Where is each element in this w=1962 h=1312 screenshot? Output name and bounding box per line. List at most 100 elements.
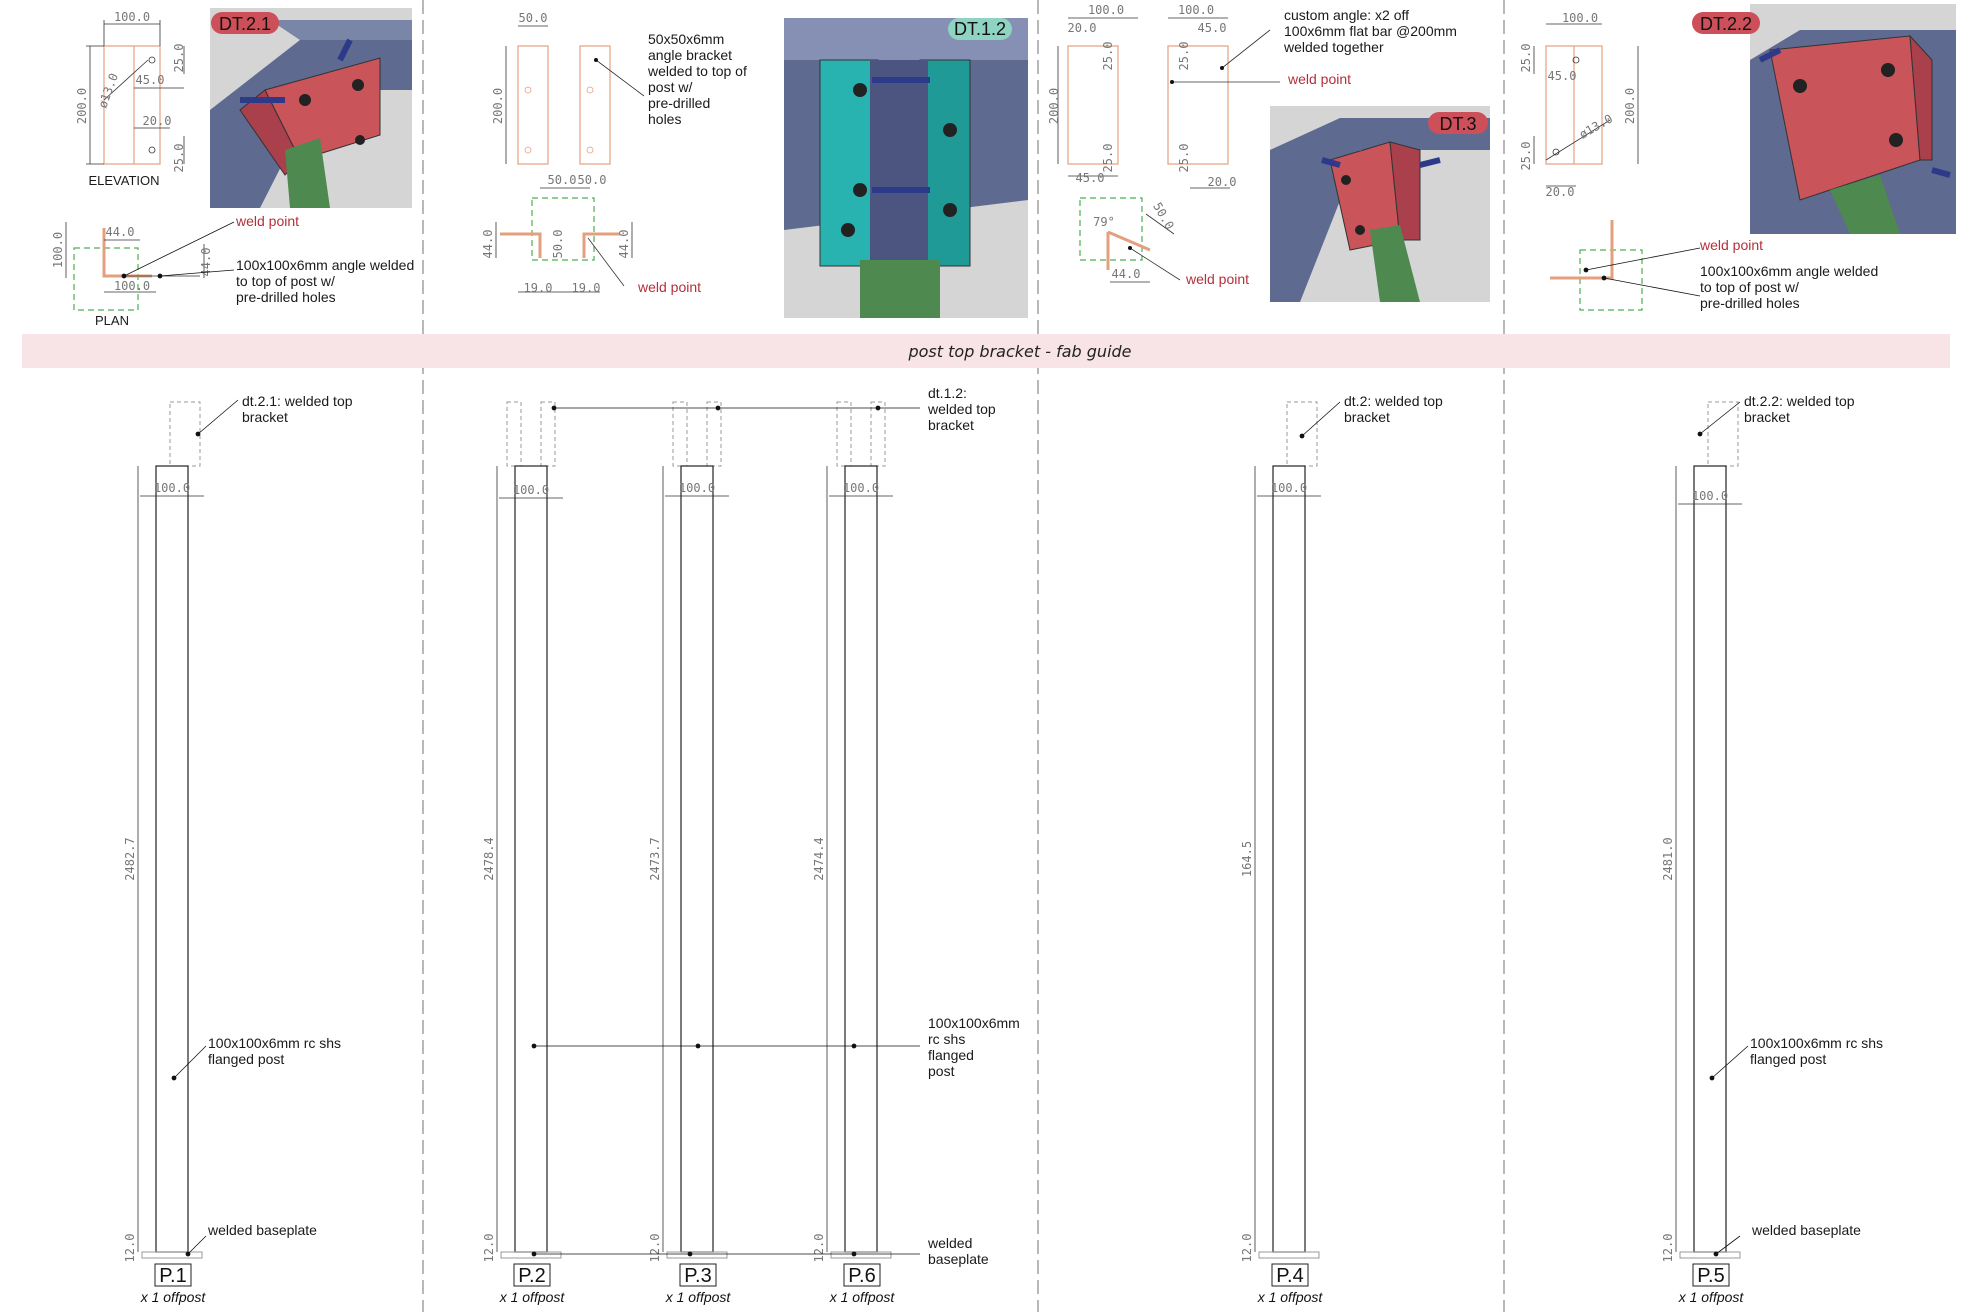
dt22-note-0: 100x100x6mm angle welded — [1700, 263, 1878, 279]
g2-post-callout-1: rc shs — [928, 1031, 965, 1047]
p4-base: 12.0 — [1240, 1234, 1254, 1263]
dt3-note-0: custom angle: x2 off — [1284, 7, 1409, 23]
p3-post-body — [680, 465, 714, 1253]
dt3-dim-13: 44.0 — [1112, 267, 1141, 281]
p5-height: 2481.0 — [1661, 837, 1675, 880]
dt3-dim-8: 25.0 — [1177, 42, 1191, 71]
dt21-tag: DT.2.1 — [219, 14, 271, 34]
g2-base-callout-1: baseplate — [928, 1251, 989, 1267]
p3-baseplate — [666, 1251, 728, 1259]
dt12-dim-7: 19.0 — [524, 281, 553, 295]
p1-tag-box — [154, 1263, 192, 1287]
dt12-note-0: 50x50x6mm — [648, 31, 724, 47]
p1-height: 2482.7 — [123, 837, 137, 880]
p5-tag-box — [1692, 1263, 1730, 1287]
dt3-tag-pill — [1428, 112, 1488, 134]
p6-bracket-right — [870, 401, 886, 467]
dt12-dim-8: 19.0 — [572, 281, 601, 295]
p5-post-callout-1: flanged post — [1750, 1051, 1826, 1067]
dt12-tag-pill — [948, 18, 1012, 40]
p2-qty: x 1 offpost — [499, 1289, 566, 1305]
dt3-weld-top: weld point — [1287, 71, 1351, 87]
dt3-dim-5: 25.0 — [1101, 144, 1115, 173]
dt3-dim-3: 200.0 — [1047, 88, 1061, 124]
callouts: dt.2.1: welded top bracket 100x100x6mm r… — [171, 385, 1883, 1267]
dt3-dim-6: 100.0 — [1178, 3, 1214, 17]
dt3-dim-12: 50.0 — [1150, 200, 1177, 232]
p1-post-callout-0: 100x100x6mm rc shs — [208, 1035, 341, 1051]
dt3-dim-4: 45.0 — [1076, 171, 1105, 185]
p6-post-body — [844, 465, 878, 1253]
p4-baseplate — [1258, 1251, 1320, 1259]
dt21-dim-5: 20.0 — [143, 114, 172, 128]
p2-bracket-right — [540, 401, 556, 467]
p2-tag: P.2 — [518, 1265, 545, 1287]
p3-tag: P.3 — [684, 1265, 711, 1287]
dt22-dim-6: 20.0 — [1546, 185, 1575, 199]
dt21-note-0: 100x100x6mm angle welded — [236, 257, 414, 273]
p1-bracket — [169, 401, 201, 467]
p3-width: 100.0 — [679, 481, 715, 495]
dt12-note-3: post w/ — [648, 79, 692, 95]
dt22-dim-2: 45.0 — [1548, 69, 1577, 83]
p1-top-callout-0: dt.2.1: welded top — [242, 393, 353, 409]
g2-post-callout-3: post — [928, 1063, 955, 1079]
banner-title: post top bracket - fab guide — [907, 342, 1131, 361]
p4-post-body — [1272, 465, 1306, 1253]
dt22-render — [1750, 4, 1956, 234]
p5-top-callout-1: bracket — [1744, 409, 1790, 425]
dt12-dim-3: 50.0 — [578, 173, 607, 187]
p5-base-callout: welded baseplate — [1751, 1222, 1861, 1238]
p3-bracket-right — [706, 401, 722, 467]
p5-bracket — [1707, 401, 1739, 467]
dt12-dim-1: 200.0 — [491, 88, 505, 124]
dt12-note-4: pre-drilled — [648, 95, 710, 111]
p2-baseplate — [500, 1251, 562, 1259]
dt21-plan-dim-3: 100.0 — [114, 279, 150, 293]
g2-post-callout-2: flanged — [928, 1047, 974, 1063]
dt21-dim-3: 200.0 — [75, 88, 89, 124]
dt21-plan-dim-0: 44.0 — [106, 225, 135, 239]
dt3-dim-7: 45.0 — [1198, 21, 1227, 35]
p1-top-callout-1: bracket — [242, 409, 288, 425]
p4-tag: P.4 — [1276, 1265, 1303, 1287]
p6-qty: x 1 offpost — [829, 1289, 896, 1305]
p1-width: 100.0 — [154, 481, 190, 495]
dt21-tag-pill — [211, 12, 279, 34]
p3-qty: x 1 offpost — [665, 1289, 732, 1305]
p6-width: 100.0 — [843, 481, 879, 495]
dt12-dim-2: 50.0 — [548, 173, 577, 187]
p4-top-callout-0: dt.2: welded top — [1344, 393, 1443, 409]
dt3-tag: DT.3 — [1439, 114, 1476, 134]
p2-width: 100.0 — [513, 483, 549, 497]
p1-qty: x 1 offpost — [140, 1289, 207, 1305]
detail-dt12: 50.0 200.0 50x50x6mm angle bracket welde… — [481, 11, 1028, 318]
dt22-dim-4: ø13.0 — [1577, 111, 1615, 141]
dt21-plan-label: PLAN — [95, 313, 129, 328]
dt21-elevation-label: ELEVATION — [88, 173, 159, 188]
p5-post-body — [1693, 465, 1727, 1253]
dt21-note-1: to top of post w/ — [236, 273, 335, 289]
p1-base-callout: welded baseplate — [207, 1222, 317, 1238]
p5-tag: P.5 — [1697, 1265, 1724, 1287]
p2-height: 2478.4 — [482, 837, 496, 880]
dt21-plan-dim-1: 100.0 — [51, 232, 65, 268]
dt3-dim-1: 20.0 — [1068, 21, 1097, 35]
dt12-dim-4: 44.0 — [481, 230, 495, 259]
dt12-dim-0: 50.0 — [519, 11, 548, 25]
p6-baseplate — [830, 1251, 892, 1259]
dt22-dim-3: 200.0 — [1623, 88, 1637, 124]
dt12-dim-5: 50.0 — [551, 230, 565, 259]
dt3-dim-9: 25.0 — [1177, 144, 1191, 173]
g2-top-callout-2: bracket — [928, 417, 974, 433]
g2-top-callout-0: dt.1.2: — [928, 385, 967, 401]
p5-base: 12.0 — [1661, 1234, 1675, 1263]
dt22-note-2: pre-drilled holes — [1700, 295, 1800, 311]
dt3-render — [1270, 106, 1490, 302]
p1-base: 12.0 — [123, 1234, 137, 1263]
p3-base: 12.0 — [648, 1234, 662, 1263]
dt3-note-2: welded together — [1283, 39, 1384, 55]
detail-dt22: 100.0 25.0 45.0 200.0 ø13.0 25.0 20.0 we… — [1519, 4, 1956, 311]
p5-post-callout-0: 100x100x6mm rc shs — [1750, 1035, 1883, 1051]
